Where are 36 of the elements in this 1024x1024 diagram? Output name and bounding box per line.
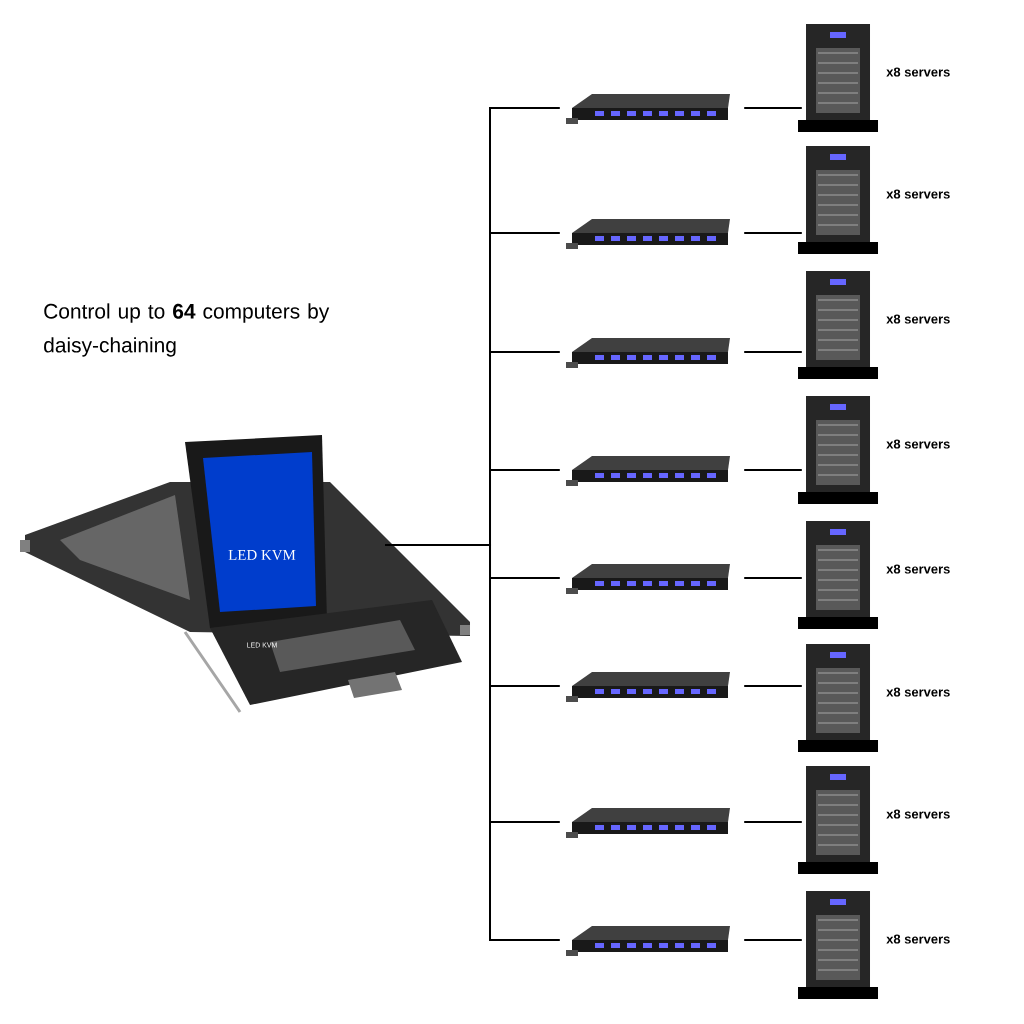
connector-line: [743, 107, 803, 109]
server-count-label: x8 servers: [886, 439, 950, 449]
connector-line: [743, 577, 803, 579]
screen-text: LED KVM: [228, 550, 296, 560]
connector-line: [384, 544, 561, 941]
connector-line: [743, 939, 803, 941]
kvm-switch-drawing: [566, 94, 730, 124]
server-tower-drawing: [798, 521, 878, 629]
server-count-label: x8 servers: [886, 564, 950, 574]
kvm-switch-drawing: [566, 338, 730, 368]
server-count-label: x8 servers: [886, 809, 950, 819]
connector-line: [743, 685, 803, 687]
server-tower-drawing: [798, 766, 878, 874]
server-count-label: x8 servers: [886, 189, 950, 199]
server-tower-drawing: [798, 24, 878, 132]
kvm-switch-drawing: [566, 672, 730, 702]
server-tower-drawing: [798, 891, 878, 999]
connector-line: [743, 232, 803, 234]
server-tower-drawing: [798, 396, 878, 504]
kvm-switch-drawing: [566, 926, 730, 956]
connector-line: [743, 469, 803, 471]
server-count-label: x8 servers: [886, 934, 950, 944]
kvm-console-drawing: [20, 435, 470, 713]
server-count-label: x8 servers: [886, 314, 950, 324]
connector-line: [743, 821, 803, 823]
server-count-label: x8 servers: [886, 687, 950, 697]
kvm-switch-drawing: [566, 808, 730, 838]
kvm-switch-drawing: [566, 456, 730, 486]
heading-text: Control up to 64 computers by daisy-chaining: [44, 303, 330, 357]
server-count-label: x8 servers: [886, 67, 950, 77]
server-tower-drawing: [798, 644, 878, 752]
server-tower-drawing: [798, 146, 878, 254]
kvm-switch-drawing: [566, 219, 730, 249]
server-tower-drawing: [798, 271, 878, 379]
kvm-switch-drawing: [566, 564, 730, 594]
connector-line: [743, 351, 803, 353]
